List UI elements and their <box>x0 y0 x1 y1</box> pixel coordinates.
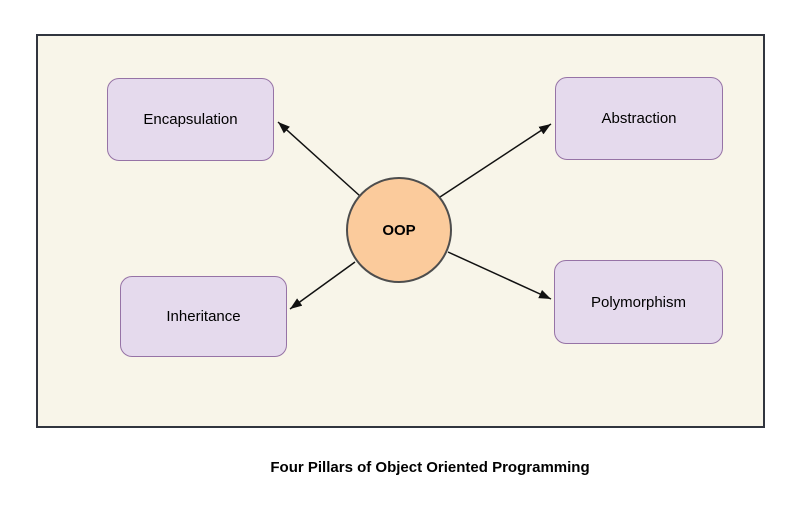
node-oop: OOP <box>346 177 452 283</box>
node-polymorphism-label: Polymorphism <box>590 293 687 311</box>
node-abstraction: Abstraction <box>555 77 723 160</box>
node-polymorphism: Polymorphism <box>554 260 723 344</box>
diagram-caption: Four Pillars of Object Oriented Programm… <box>270 459 590 476</box>
node-oop-label: OOP <box>382 221 416 239</box>
node-inheritance: Inheritance <box>120 276 287 357</box>
node-inheritance-label: Inheritance <box>166 308 241 325</box>
node-encapsulation-label: Encapsulation <box>143 111 238 128</box>
node-encapsulation: Encapsulation <box>107 78 274 161</box>
node-abstraction-label: Abstraction <box>601 110 677 127</box>
